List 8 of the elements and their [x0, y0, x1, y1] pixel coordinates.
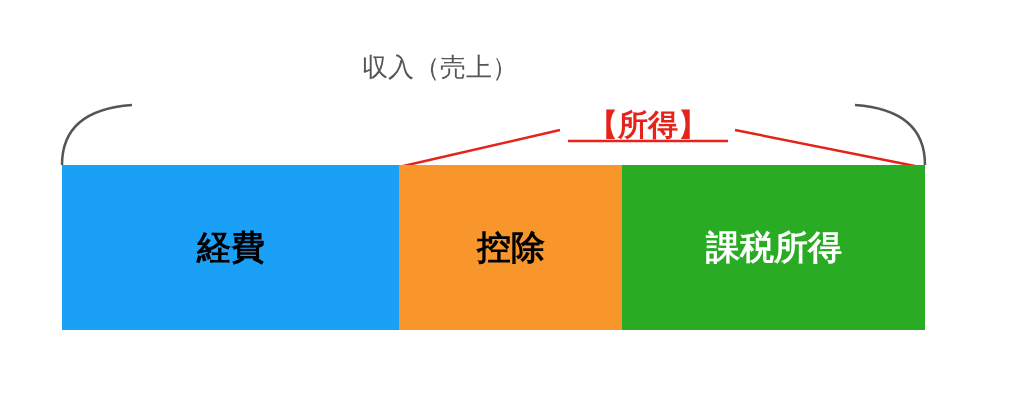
block-label: 経費: [196, 225, 265, 269]
total-label: 収入（売上）: [362, 51, 518, 84]
block-label: 控除: [476, 225, 545, 269]
income-label: 【所得】: [588, 106, 708, 144]
deduction-block: [399, 165, 622, 330]
block-label: 課税所得: [705, 225, 842, 269]
expense-block: [62, 165, 399, 330]
taxable-income-block: [622, 165, 925, 330]
